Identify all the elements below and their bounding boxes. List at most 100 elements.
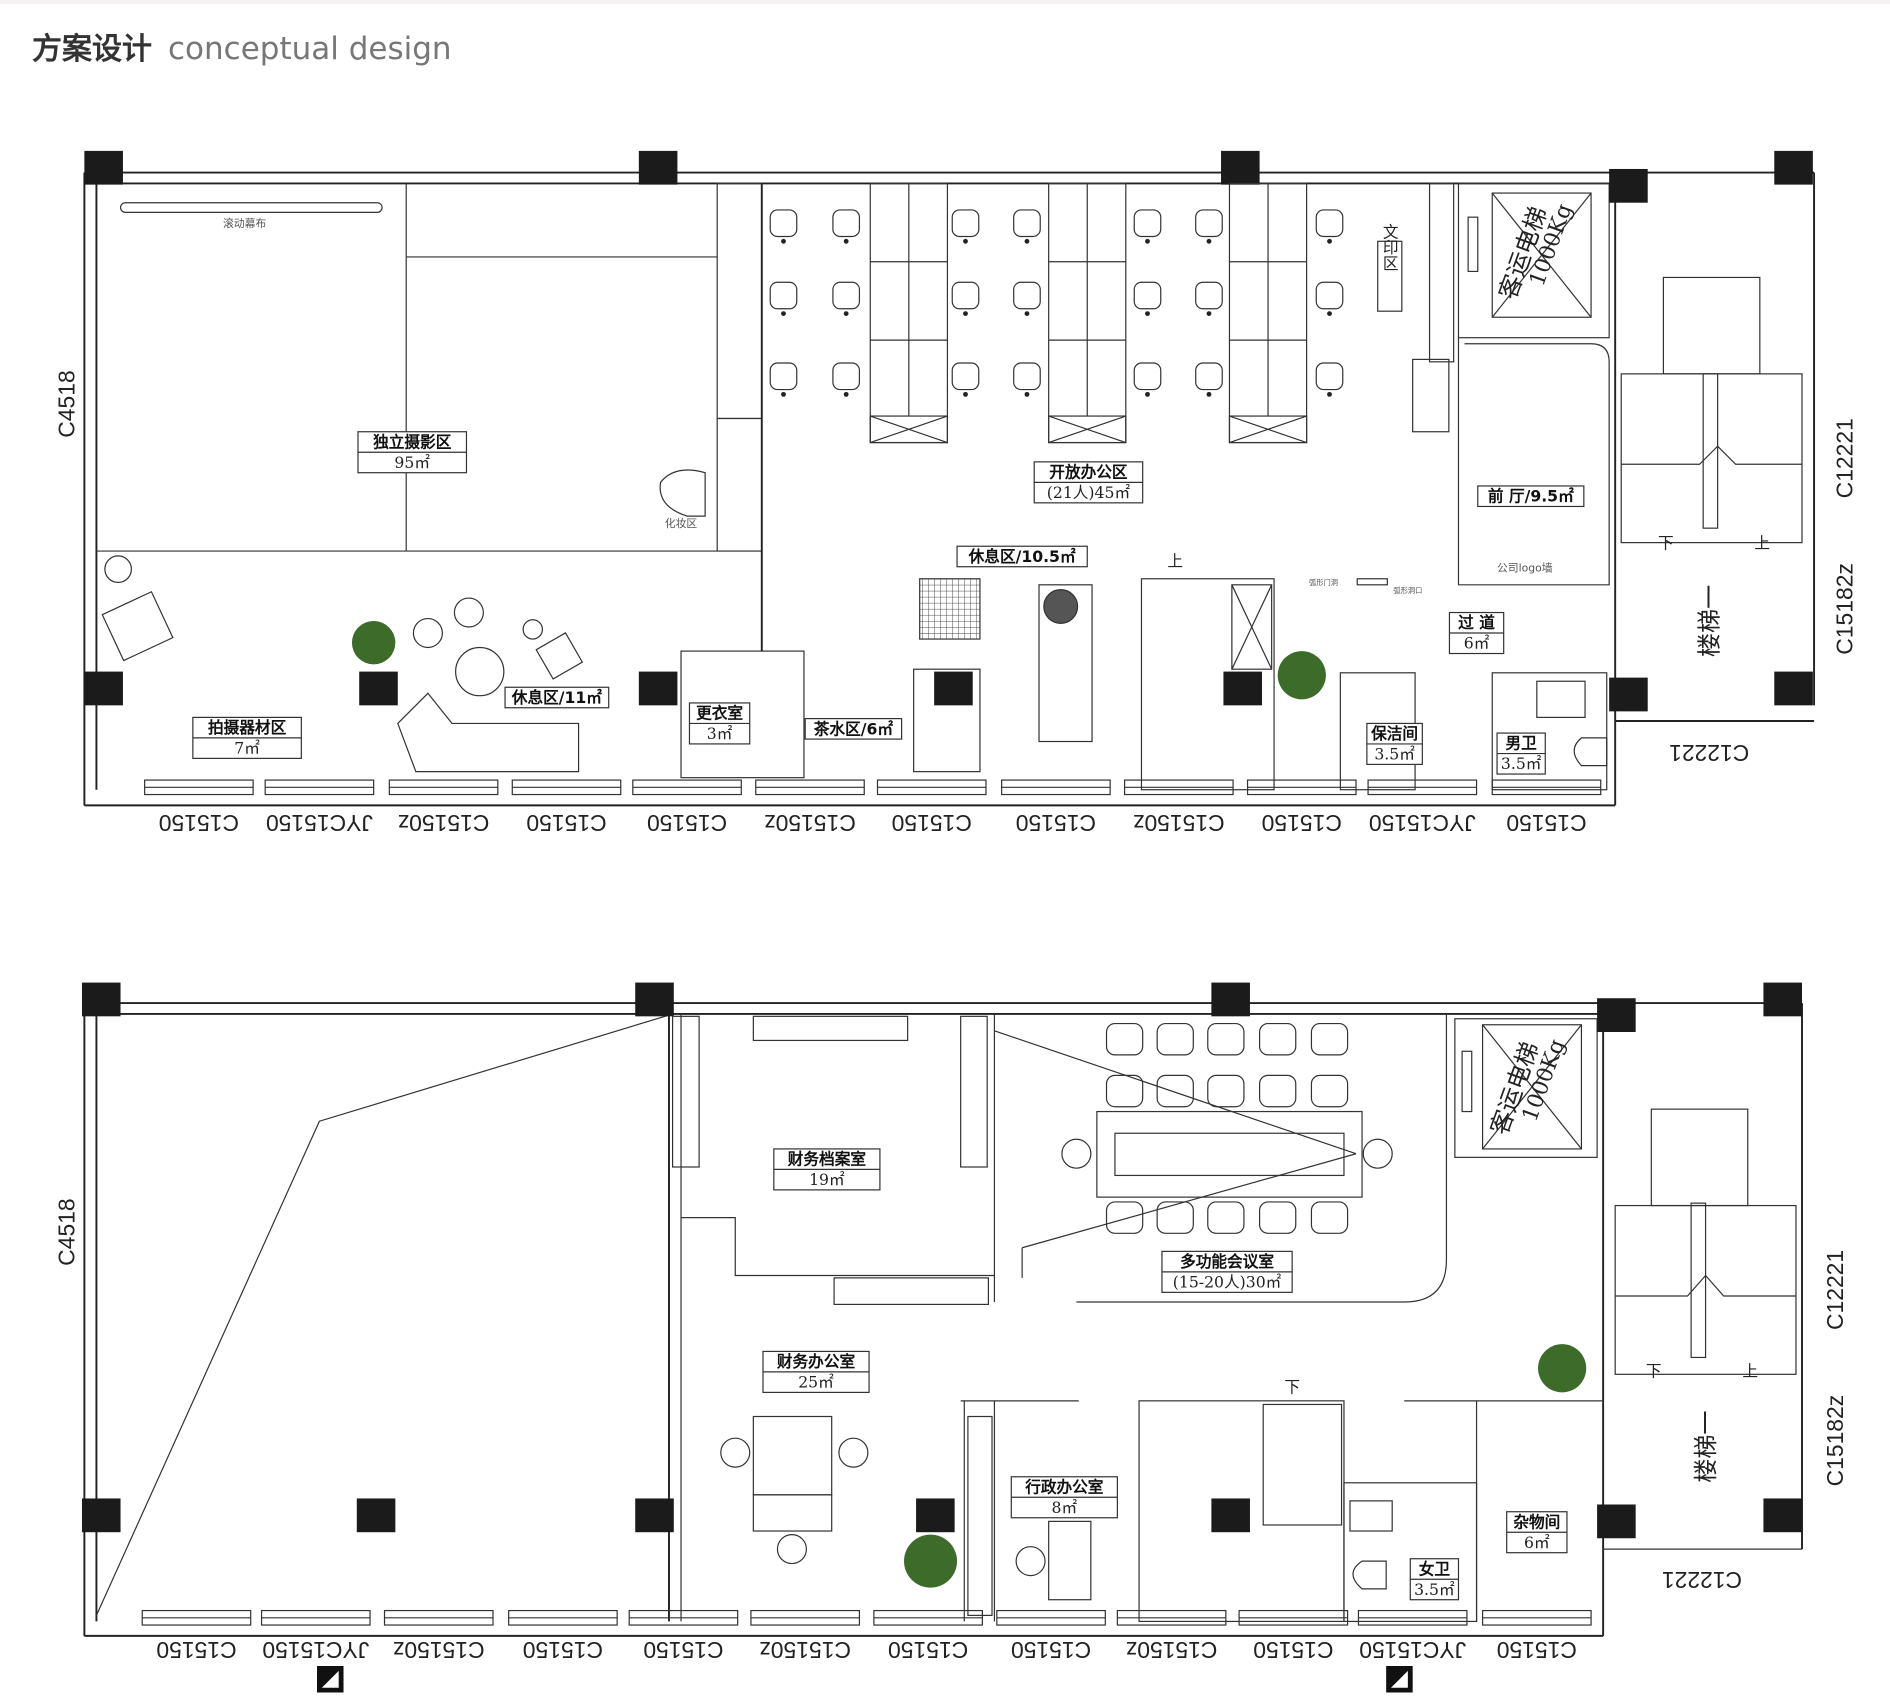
window-label-right-bottom: C15182z	[1832, 563, 1858, 655]
interior-walls	[95, 1013, 1797, 1623]
meeting-chairs	[720, 1022, 1393, 1577]
office-chair	[769, 281, 798, 310]
window-label-bottom-right: C12221	[1662, 1567, 1742, 1593]
meeting-chair	[1310, 1022, 1349, 1056]
elevator: 客运电梯 1000Kg	[1467, 192, 1592, 318]
chair-caster	[1145, 311, 1150, 317]
conference-table	[1096, 1110, 1363, 1198]
column	[1597, 998, 1636, 1032]
window-label: JYC15150	[1369, 810, 1476, 836]
elevator: 客运电梯 1000Kg	[1461, 1024, 1583, 1150]
makeup-note: 化妆区	[665, 516, 698, 530]
chair	[1061, 1138, 1092, 1169]
column	[359, 671, 398, 706]
office-chair	[1013, 209, 1041, 238]
window-label: JYC15150	[262, 1637, 369, 1663]
column	[638, 150, 678, 185]
office-chair	[832, 209, 861, 238]
toilet	[1573, 737, 1608, 767]
office-desks	[869, 182, 1308, 444]
stair-down-inner: 下	[1284, 1377, 1300, 1396]
room-area: 25㎡	[798, 1373, 834, 1392]
column	[916, 1498, 955, 1533]
chair-caster	[1327, 238, 1332, 244]
chair-caster	[963, 238, 968, 244]
room-name: 多功能会议室	[1180, 1252, 1274, 1271]
structural-columns	[84, 150, 1813, 712]
chair-caster	[1024, 238, 1030, 244]
office-chair	[832, 281, 861, 310]
room-label-box	[956, 545, 1088, 568]
rug	[919, 578, 981, 640]
chair	[720, 1437, 751, 1468]
chair-caster	[1327, 311, 1332, 317]
room-area: 3㎡	[707, 724, 733, 743]
plant	[351, 620, 396, 665]
stair: 楼梯一 下 上 下	[1284, 1362, 1758, 1483]
storage-cross	[1229, 415, 1307, 444]
chair-caster	[843, 311, 849, 317]
chair-caster	[1145, 391, 1150, 397]
chair-caster	[1206, 311, 1212, 317]
title-zh: 方案设计	[32, 32, 152, 67]
window-label: C15150	[159, 810, 239, 836]
print-area-label: 文印区	[1380, 224, 1399, 271]
meeting-chair	[1105, 1201, 1144, 1234]
window-label: JYC15150	[1359, 1637, 1466, 1663]
meeting-chair	[1207, 1074, 1245, 1108]
meeting-chair	[1310, 1201, 1349, 1234]
room-area: 19㎡	[809, 1170, 845, 1189]
column	[1609, 168, 1648, 203]
column	[635, 1498, 674, 1533]
stair-down: 下	[1658, 534, 1674, 553]
window-label-right-bottom: C15182z	[1822, 1395, 1848, 1487]
chair-caster	[1024, 391, 1030, 397]
room-name: 拍摄器材区	[208, 718, 287, 737]
chair-caster	[781, 238, 786, 244]
office-chair	[1133, 281, 1162, 310]
column	[934, 671, 973, 706]
chair-caster	[843, 238, 849, 244]
window-label: C15150z	[764, 810, 856, 836]
column	[1774, 150, 1813, 185]
arch-note-2: 弧形洞口	[1393, 586, 1422, 595]
meeting-chair	[1105, 1022, 1144, 1056]
room-label-box	[1477, 485, 1585, 508]
sink	[1536, 680, 1586, 718]
admin-desk	[1048, 1520, 1092, 1601]
sink	[1349, 1500, 1393, 1532]
office-chair	[1133, 209, 1162, 238]
meeting-chair	[1156, 1201, 1194, 1234]
stair-up: 上	[1742, 1362, 1758, 1381]
column	[638, 671, 678, 706]
meeting-chair	[1258, 1201, 1297, 1234]
window-label-left: C4518	[54, 370, 80, 437]
column	[81, 982, 121, 1017]
window-label-bottom-right: C12221	[1669, 740, 1749, 766]
room-name: 过 道	[1458, 613, 1495, 632]
storage-cross	[870, 415, 948, 444]
column	[1211, 1498, 1250, 1533]
window-label: C15150	[1506, 810, 1586, 836]
chair-caster	[843, 391, 849, 397]
column	[1609, 677, 1648, 712]
stair-down: 下	[1646, 1362, 1662, 1381]
chair-caster	[1206, 238, 1212, 244]
room-name: 休息区/11㎡	[511, 688, 602, 707]
room-name: 休息区/10.5㎡	[968, 547, 1076, 566]
window-label-left: C4518	[54, 1198, 80, 1265]
chair-caster	[963, 311, 968, 317]
window-label: C15150	[1011, 1637, 1091, 1663]
column	[635, 982, 674, 1017]
window-label-right-top: C12221	[1832, 418, 1858, 498]
meeting-chair	[1310, 1074, 1349, 1108]
room-area: 95㎡	[394, 453, 430, 472]
floor-plan-2: 客运电梯 1000Kg 楼梯一 下 上 下 财务档案室19㎡多功能会议室(15-…	[54, 982, 1848, 1693]
screen-note: 滚动幕布	[223, 216, 266, 230]
window-label: C15150	[1262, 810, 1342, 836]
window-label: C15150z	[759, 1637, 851, 1663]
column	[1763, 1498, 1803, 1533]
window-label: JYC15150	[266, 810, 373, 836]
room-name: 茶水区/6㎡	[814, 719, 894, 738]
